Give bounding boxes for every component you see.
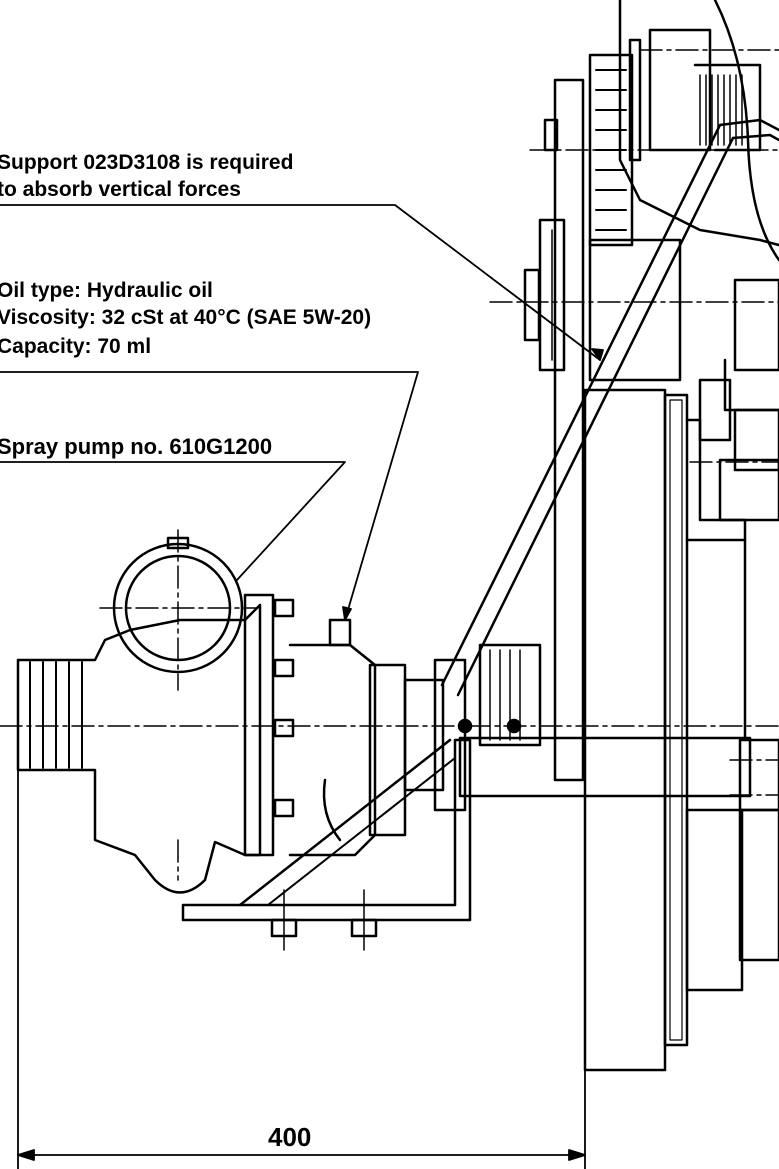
spray-pump: [16, 536, 407, 894]
oil-type-label: Oil type: Hydraulic oil: [0, 279, 213, 302]
fan-pulley: [523, 53, 682, 782]
viscosity-label: Viscosity: 32 cSt at 40°C (SAE 5W-20): [0, 306, 372, 329]
leader-lines: [0, 204, 604, 621]
mounting-base: [181, 736, 752, 951]
engine-housing: [618, 0, 779, 472]
spray-pump-label: Spray pump no. 610G1200: [0, 434, 273, 459]
flywheel: [583, 378, 779, 1072]
dimension-value: 400: [268, 1122, 312, 1152]
capacity-label: Capacity: 70 ml: [0, 335, 152, 358]
coupling: [403, 643, 542, 812]
support-requirement-label: Support 023D3108 is required: [0, 151, 294, 174]
centerlines: [0, 49, 779, 881]
support-requirement-label-line2: to absorb vertical forces: [0, 178, 241, 201]
support-bracket: [440, 118, 779, 697]
dimension-400: [17, 769, 586, 1169]
